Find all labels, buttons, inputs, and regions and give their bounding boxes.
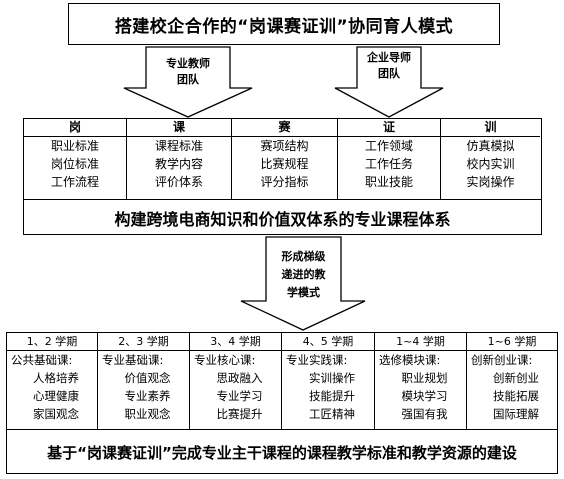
course-item: 工匠精神 xyxy=(309,407,355,421)
right-arrow-label-line-1: 企业导师 xyxy=(367,51,411,64)
column-item: 实岗操作 xyxy=(466,175,515,189)
right-down-arrow xyxy=(334,46,444,118)
semester-column-1: 1、2 学期 公共基础课: 人格培养 心理健康 家国观念 xyxy=(7,333,98,429)
standards-statement: 基于“岗课赛证训”完成专业主干课程的课程教学标准和教学资源的建设 xyxy=(7,429,557,474)
column-ke: 课 课程标准 教学内容 评价体系 xyxy=(127,119,232,199)
course-item: 专业素养 xyxy=(124,389,171,403)
column-item: 仿真模拟 xyxy=(466,139,515,153)
semester-column-4: 4、5 学期 专业实践课: 实训操作 技能提升 工匠精神 xyxy=(282,333,375,429)
semester-header: 4、5 学期 xyxy=(282,333,374,351)
column-header: 训 xyxy=(441,119,540,137)
column-item: 校内实训 xyxy=(466,157,515,171)
course-item: 比赛提升 xyxy=(216,407,263,421)
course-type: 专业核心课: xyxy=(194,353,256,367)
semester-header: 2、3 学期 xyxy=(98,333,189,351)
column-item: 比赛规程 xyxy=(260,157,309,171)
semester-header: 1、2 学期 xyxy=(7,333,97,351)
curriculum-system-statement: 构建跨境电商知识和价值双体系的专业课程体系 xyxy=(24,199,541,235)
semester-column-5: 1~4 学期 选修模块课: 职业规划 模块学习 强国有我 xyxy=(375,333,467,429)
column-header: 赛 xyxy=(232,119,337,137)
column-item: 评价体系 xyxy=(154,175,203,189)
column-item: 赛项结构 xyxy=(260,139,309,153)
column-item: 工作任务 xyxy=(364,157,413,171)
column-item: 工作流程 xyxy=(50,175,99,189)
course-item: 创新创业 xyxy=(493,371,539,385)
course-item: 专业学习 xyxy=(216,389,263,403)
course-item: 价值观念 xyxy=(124,371,171,385)
left-arrow-label: 专业教师 团队 xyxy=(146,56,230,88)
column-xun: 训 仿真模拟 校内实训 实岗操作 xyxy=(441,119,540,199)
semester-column-2: 2、3 学期 专业基础课: 价值观念 专业素养 职业观念 xyxy=(98,333,190,429)
course-item: 国际理解 xyxy=(493,407,539,421)
right-arrow-label: 企业导师 团队 xyxy=(357,50,421,82)
column-header: 岗 xyxy=(24,119,126,137)
middle-arrow-label: 形成梯级 递进的教 学模式 xyxy=(266,248,341,302)
semester-header: 1~6 学期 xyxy=(467,333,557,351)
column-item: 岗位标准 xyxy=(50,157,99,171)
middle-arrow-label-line-2: 递进的教 xyxy=(281,268,326,281)
column-item: 教学内容 xyxy=(154,157,203,171)
middle-arrow-label-line-3: 学模式 xyxy=(287,286,320,299)
course-type: 选修模块课: xyxy=(379,353,441,367)
semester-column-3: 3、4 学期 专业核心课: 思政融入 专业学习 比赛提升 xyxy=(190,333,282,429)
gangkesaizhengxun-table: 岗 职业标准 岗位标准 工作流程 课 课程标准 教学内容 评价体系 赛 赛项结构… xyxy=(23,118,542,235)
semester-column-6: 1~6 学期 创新创业课: 创新创业 技能拓展 国际理解 xyxy=(467,333,557,429)
semester-header: 3、4 学期 xyxy=(190,333,281,351)
left-arrow-label-line-2: 团队 xyxy=(177,73,199,86)
column-sai: 赛 赛项结构 比赛规程 评分指标 xyxy=(232,119,338,199)
left-arrow-label-line-1: 专业教师 xyxy=(166,57,210,70)
column-header: 证 xyxy=(338,119,440,137)
column-item: 课程标准 xyxy=(154,139,203,153)
course-item: 思政融入 xyxy=(216,371,263,385)
semester-course-table: 1、2 学期 公共基础课: 人格培养 心理健康 家国观念 2、3 学期 专业基础… xyxy=(6,332,558,474)
course-type: 专业实践课: xyxy=(286,353,348,367)
course-type: 专业基础课: xyxy=(102,353,164,367)
course-item: 家国观念 xyxy=(33,407,79,421)
course-type: 公共基础课: xyxy=(11,353,73,367)
course-item: 模块学习 xyxy=(401,389,448,403)
column-zheng: 证 工作领域 工作任务 职业技能 xyxy=(338,119,441,199)
course-type: 创新创业课: xyxy=(471,353,533,367)
course-item: 强国有我 xyxy=(401,407,448,421)
course-item: 职业规划 xyxy=(401,371,448,385)
column-item: 职业技能 xyxy=(364,175,413,189)
diagram-title: 搭建校企合作的“岗课赛证训”协同育人模式 xyxy=(68,3,500,45)
semester-header: 1~4 学期 xyxy=(375,333,466,351)
course-item: 人格培养 xyxy=(33,371,79,385)
course-item: 实训操作 xyxy=(309,371,355,385)
column-item: 评分指标 xyxy=(260,175,309,189)
course-item: 技能提升 xyxy=(309,389,355,403)
left-down-arrow xyxy=(123,46,253,118)
middle-arrow-label-line-1: 形成梯级 xyxy=(281,250,326,263)
column-item: 工作领域 xyxy=(364,139,413,153)
gangkesaizhengxun-columns: 岗 职业标准 岗位标准 工作流程 课 课程标准 教学内容 评价体系 赛 赛项结构… xyxy=(24,119,541,199)
middle-down-arrow xyxy=(240,236,366,331)
course-item: 心理健康 xyxy=(33,389,79,403)
semester-columns: 1、2 学期 公共基础课: 人格培养 心理健康 家国观念 2、3 学期 专业基础… xyxy=(7,333,557,429)
column-header: 课 xyxy=(127,119,231,137)
right-arrow-label-line-2: 团队 xyxy=(378,67,400,80)
column-item: 职业标准 xyxy=(50,139,99,153)
column-gang: 岗 职业标准 岗位标准 工作流程 xyxy=(24,119,127,199)
course-item: 技能拓展 xyxy=(493,389,539,403)
course-item: 职业观念 xyxy=(124,407,171,421)
